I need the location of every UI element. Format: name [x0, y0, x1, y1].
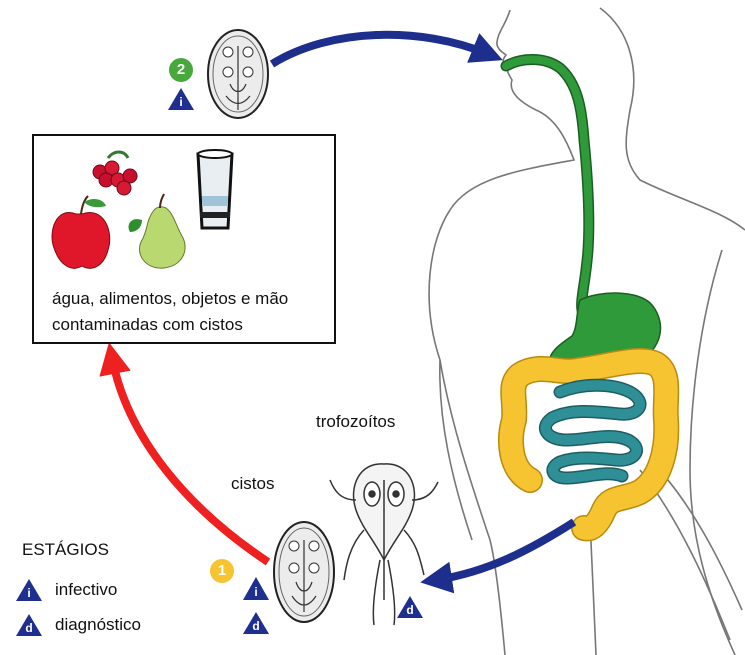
box-caption-line-2: contaminadas com cistos: [52, 312, 243, 338]
small-intestine: [545, 385, 640, 478]
apple-icon: [52, 196, 110, 268]
arrow-to-mouth: [272, 35, 488, 64]
step-2-badge-letter: i: [174, 95, 188, 109]
contamination-sources-art: [34, 136, 334, 276]
trophozoite-badge-letter: d: [403, 603, 417, 617]
trophozoite-icon: [330, 464, 438, 625]
raspberry-icon: [93, 152, 137, 195]
legend-diagnostic-label: diagnóstico: [55, 615, 141, 635]
trofozoitos-label: trofozoítos: [316, 412, 395, 432]
step-1-number: 1: [215, 559, 229, 583]
step-2-number: 2: [174, 58, 188, 82]
water-glass-icon: [198, 150, 232, 228]
cyst-icon: [208, 30, 268, 118]
step-1-badge-letter-d: d: [249, 619, 263, 633]
arrow-to-excretion: [436, 522, 574, 580]
legend-infective-label: infectivo: [55, 580, 117, 600]
box-caption-line-1: água, alimentos, objetos e mão: [52, 286, 288, 312]
step-1-badge-letter-i: i: [249, 585, 263, 599]
arrow-to-environment: [112, 358, 268, 562]
pear-icon: [129, 194, 186, 268]
cyst-icon: [274, 522, 334, 622]
cistos-label: cistos: [231, 474, 274, 494]
legend-badge-letter-d: d: [22, 621, 36, 635]
contamination-box: água, alimentos, objetos e mão contamina…: [32, 134, 336, 344]
legend-badge-letter-i: i: [22, 586, 36, 600]
legend-title: ESTÁGIOS: [22, 540, 109, 560]
